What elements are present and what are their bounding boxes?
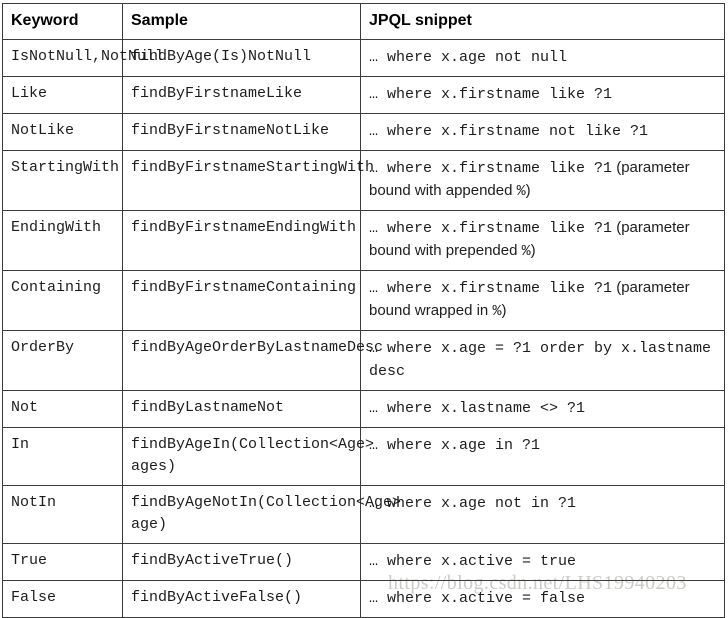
jpql-cell: … where x.age in ?1 — [360, 427, 725, 486]
sample-cell: findByFirstnameEndingWith — [122, 210, 361, 271]
column-header-keyword: Keyword — [2, 3, 123, 40]
keyword-cell: StartingWith — [2, 150, 123, 211]
jpql-run: … where x.firstname like ?1 — [369, 86, 613, 103]
jpql-run: … where x.lastname <> ?1 — [369, 400, 586, 417]
jpql-run: bound wrapped in — [369, 302, 493, 319]
jpql-cell: … where x.firstname not like ?1 — [360, 113, 725, 151]
keyword-cell: NotIn — [2, 485, 123, 544]
sample-cell: findByFirstnameContaining — [122, 270, 361, 331]
header-row: Keyword Sample JPQL snippet — [2, 3, 725, 40]
sample-cell: findByAgeNotIn(Collection<Age> age) — [122, 485, 401, 544]
jpql-cell: … where x.age = ?1 order by x.lastname de… — [360, 330, 725, 391]
jpql-run: … where x.age not in ?1 — [369, 495, 577, 512]
keyword-cell: NotLike — [2, 113, 123, 151]
jpql-run: … where x.age = ?1 order by x.lastname — [369, 340, 712, 357]
keyword-cell: False — [2, 580, 123, 618]
jpql-cell: … where x.firstname like ?1 (parameter bo… — [360, 270, 725, 331]
jpql-run: bound with prepended — [369, 242, 522, 259]
keyword-reference-table: Keyword Sample JPQL snippet IsNotNull,No… — [2, 3, 725, 618]
sample-cell: findByLastnameNot — [122, 390, 361, 428]
jpql-run: desc — [369, 363, 406, 380]
sample-cell: findByAge(Is)NotNull — [122, 39, 361, 77]
jpql-cell: … where x.age not null — [360, 39, 725, 77]
keyword-cell: Containing — [2, 270, 123, 331]
sample-cell: findByFirstnameStartingWith — [122, 150, 374, 211]
keyword-reference-table-wrap: Keyword Sample JPQL snippet IsNotNull,No… — [2, 3, 725, 618]
jpql-run: % — [516, 183, 526, 200]
sample-cell: findByAgeOrderByLastnameDesc — [122, 330, 383, 391]
keyword-cell: Like — [2, 76, 123, 114]
sample-cell: findByActiveTrue() — [122, 543, 361, 581]
jpql-run: % — [492, 303, 502, 320]
jpql-run: ) — [530, 242, 536, 259]
jpql-cell: … where x.firstname like ?1 (parameter bo… — [360, 210, 725, 271]
jpql-run: … where x.firstname not like ?1 — [369, 123, 649, 140]
sample-cell: findByActiveFalse() — [122, 580, 361, 618]
jpql-run: … where x.firstname like ?1 — [369, 220, 613, 237]
jpql-run: … where x.firstname like ?1 — [369, 160, 613, 177]
jpql-run: (parameter — [612, 279, 690, 296]
jpql-run: … where x.age not null — [369, 49, 568, 66]
jpql-run: % — [521, 243, 531, 260]
sample-cell: findByAgeIn(Collection<Age> ages) — [122, 427, 374, 486]
column-header-sample: Sample — [122, 3, 361, 40]
jpql-run: … where x.active = true — [369, 553, 577, 570]
jpql-run: … where x.active = false — [369, 590, 586, 607]
column-header-jpql-snippet: JPQL snippet — [360, 3, 725, 40]
jpql-run: ) — [525, 182, 531, 199]
jpql-run: … where x.age in ?1 — [369, 437, 541, 454]
keyword-cell: In — [2, 427, 123, 486]
keyword-cell: OrderBy — [2, 330, 123, 391]
sample-cell: findByFirstnameNotLike — [122, 113, 361, 151]
keyword-cell: True — [2, 543, 123, 581]
keyword-cell: EndingWith — [2, 210, 123, 271]
jpql-cell: … where x.firstname like ?1 (parameter bo… — [360, 150, 725, 211]
jpql-run: ) — [501, 302, 507, 319]
jpql-cell: … where x.firstname like ?1 — [360, 76, 725, 114]
jpql-run: (parameter — [612, 219, 690, 236]
jpql-cell: … where x.active = true — [360, 543, 725, 581]
jpql-run: … where x.firstname like ?1 — [369, 280, 613, 297]
keyword-cell: Not — [2, 390, 123, 428]
sample-cell: findByFirstnameLike — [122, 76, 361, 114]
keyword-cell: IsNotNull,NotNull — [2, 39, 164, 77]
jpql-cell: … where x.age not in ?1 — [360, 485, 725, 544]
table-header: Keyword Sample JPQL snippet — [2, 3, 725, 40]
jpql-cell: … where x.lastname <> ?1 — [360, 390, 725, 428]
jpql-cell: … where x.active = false — [360, 580, 725, 618]
jpql-run: (parameter — [612, 159, 690, 176]
jpql-run: bound with appended — [369, 182, 517, 199]
